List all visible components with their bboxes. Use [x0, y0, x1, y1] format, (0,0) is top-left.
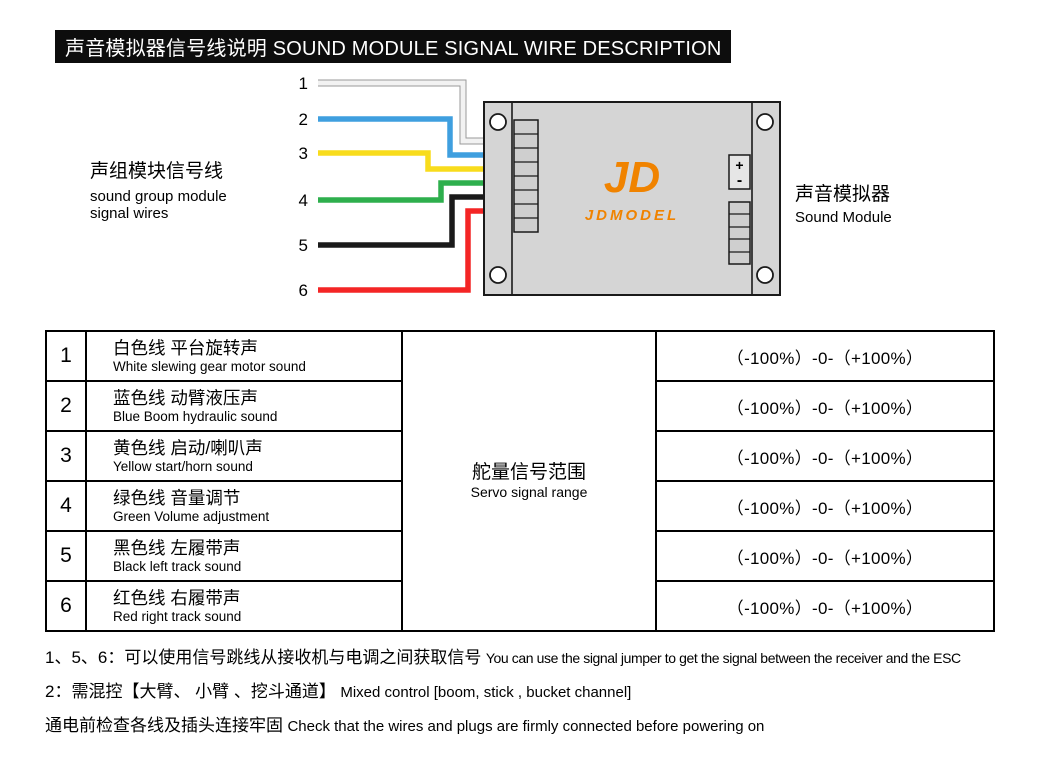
wire-description: 蓝色线 动臂液压声 Blue Boom hydraulic sound [85, 380, 403, 432]
signal-connector-pins [514, 133, 538, 219]
wire-number-5: 5 [299, 236, 308, 255]
range-value: （-100%）-0-（+100%） [655, 530, 995, 582]
wire-description-zh: 白色线 平台旋转声 [113, 337, 258, 358]
table-row: 5 黑色线 左履带声 Black left track sound （-100%… [45, 530, 995, 582]
note-3-en: Check that the wires and plugs are firml… [287, 718, 765, 735]
note-1-zh: 1、5、6：可以使用信号跳线从接收机与电调之间获取信号 [45, 648, 482, 667]
wire-number-6: 6 [299, 281, 308, 300]
wire-description: 黑色线 左履带声 Black left track sound [85, 530, 403, 582]
table-row: 1 白色线 平台旋转声 White slewing gear motor sou… [45, 330, 995, 632]
module-diagram-svg: 1 2 3 4 5 6 [299, 74, 781, 300]
note-1-en: You can use the signal jumper to get the… [485, 650, 961, 666]
range-value: （-100%）-0-（+100%） [655, 580, 995, 632]
screw-hole-icon [489, 266, 507, 284]
signal-wires-label-en2: signal wires [90, 205, 169, 222]
yellow-wire [318, 150, 514, 172]
note-line-1: 1、5、6：可以使用信号跳线从接收机与电调之间获取信号 You can use … [45, 643, 1005, 668]
table-row: 3 黄色线 启动/喇叭声 Yellow start/horn sound （-1… [45, 430, 995, 482]
wire-description: 绿色线 音量调节 Green Volume adjustment [85, 480, 403, 532]
range-value: （-100%）-0-（+100%） [655, 380, 995, 432]
note-line-3: 通电前检查各线及插头连接牢固 Check that the wires and … [45, 711, 1005, 736]
output-connector [728, 201, 751, 265]
row-number: 5 [45, 530, 87, 582]
blue-wire [318, 116, 514, 158]
wire-description-zh: 蓝色线 动臂液压声 [113, 387, 258, 408]
row-number: 1 [45, 330, 87, 382]
wire-number-3: 3 [299, 144, 308, 163]
table-row: 4 绿色线 音量调节 Green Volume adjustment （-100… [45, 480, 995, 532]
range-value: （-100%）-0-（+100%） [655, 480, 995, 532]
minus-terminal-label: - [737, 172, 742, 189]
screw-hole-icon [756, 266, 774, 284]
signal-wire-table: 1 白色线 平台旋转声 White slewing gear motor sou… [45, 330, 995, 632]
wire-number-2: 2 [299, 110, 308, 129]
footer-notes: 1、5、6：可以使用信号跳线从接收机与电调之间获取信号 You can use … [45, 643, 1005, 745]
page-title: 声音模拟器信号线说明 SOUND MODULE SIGNAL WIRE DESC… [65, 38, 722, 60]
plus-terminal-label: + [735, 157, 743, 173]
wire-description-zh: 黑色线 左履带声 [113, 537, 241, 558]
wire-description-zh: 红色线 右履带声 [113, 587, 241, 608]
title-bar: 声音模拟器信号线说明 SOUND MODULE SIGNAL WIRE DESC… [55, 30, 731, 63]
table-row: 6 红色线 右履带声 Red right track sound （-100%）… [45, 580, 995, 632]
signal-wires-label-en1: sound group module [90, 188, 227, 205]
green-wire [318, 180, 514, 203]
sound-module-label: 声音模拟器 Sound Module [795, 183, 975, 227]
wire-number-1: 1 [299, 74, 308, 93]
sound-module-label-en: Sound Module [795, 209, 892, 226]
row-number: 4 [45, 480, 87, 532]
range-value: （-100%）-0-（+100%） [655, 430, 995, 482]
note-2-zh: 2：需混控【大臂、 小臂 、挖斗通道】 [45, 682, 336, 701]
wire-description: 白色线 平台旋转声 White slewing gear motor sound [85, 330, 403, 382]
wiring-diagram: 1 2 3 4 5 6 [0, 70, 1037, 328]
note-3-zh: 通电前检查各线及插头连接牢固 [45, 716, 283, 735]
row-number: 2 [45, 380, 87, 432]
wire-description-en: Blue Boom hydraulic sound [113, 408, 278, 424]
row-number: 6 [45, 580, 87, 632]
wire-description-zh: 绿色线 音量调节 [113, 487, 241, 508]
jdmodel-logo-icon: JD [604, 153, 660, 202]
power-terminal [728, 154, 751, 190]
jdmodel-logo-text: JDMODEL [585, 207, 679, 224]
output-connector-pins [729, 213, 750, 253]
table-row: 2 蓝色线 动臂液压声 Blue Boom hydraulic sound （-… [45, 380, 995, 432]
note-line-2: 2：需混控【大臂、 小臂 、挖斗通道】 Mixed control [boom,… [45, 677, 1005, 702]
signal-wires-label-zh: 声组模块信号线 [90, 161, 224, 182]
wire-description-en: Green Volume adjustment [113, 508, 270, 524]
range-value: （-100%）-0-（+100%） [655, 330, 995, 382]
servo-signal-range-cell: 舵量信号范围 Servo signal range [401, 330, 657, 632]
wire-description: 红色线 右履带声 Red right track sound [85, 580, 403, 632]
screw-hole-icon [489, 113, 507, 131]
wire-description: 黄色线 启动/喇叭声 Yellow start/horn sound [85, 430, 403, 482]
wire-description-en: White slewing gear motor sound [113, 358, 306, 374]
wire-description-zh: 黄色线 启动/喇叭声 [113, 437, 263, 458]
wire-number-4: 4 [299, 191, 308, 210]
servo-signal-range-en: Servo signal range [470, 484, 588, 500]
signal-wires-label: 声组模块信号线 sound group module signal wires [90, 160, 290, 222]
wire-description-en: Yellow start/horn sound [113, 458, 253, 474]
servo-signal-range-zh: 舵量信号范围 [471, 462, 586, 483]
wire-description-en: Red right track sound [113, 608, 242, 624]
wire-description-en: Black left track sound [113, 558, 242, 574]
note-2-en: Mixed control [boom, stick , bucket chan… [340, 684, 632, 701]
row-number: 3 [45, 430, 87, 482]
screw-hole-icon [756, 113, 774, 131]
sound-module-label-zh: 声音模拟器 [795, 184, 891, 205]
